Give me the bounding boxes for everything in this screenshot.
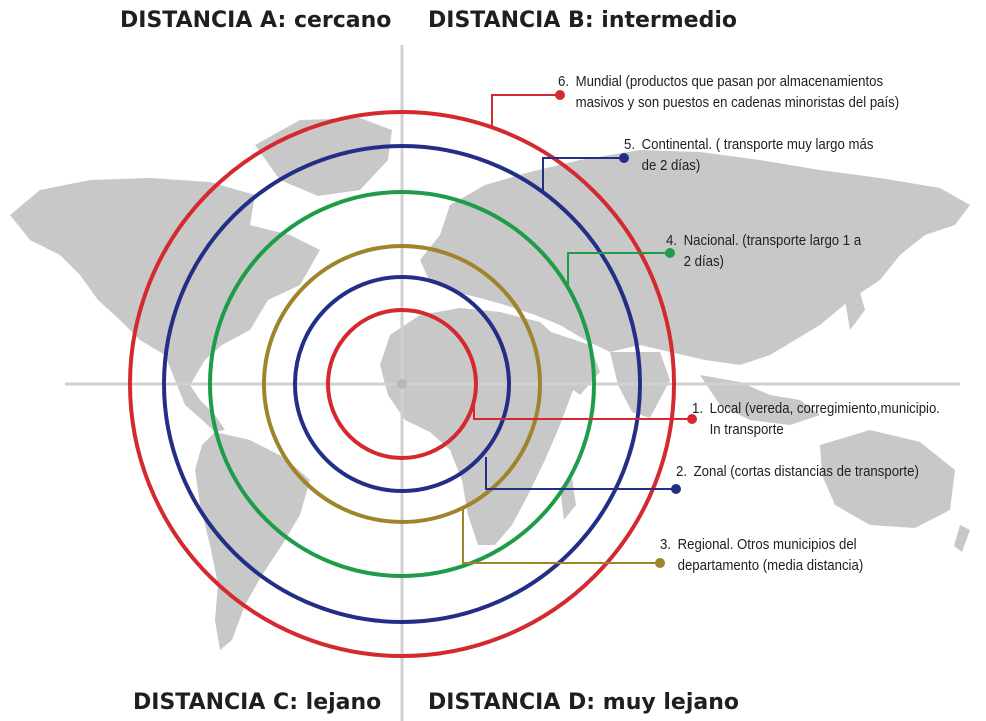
map-new-zealand [954, 525, 970, 552]
label-level-5: 5. Continental. ( transporte muy largo má… [624, 134, 873, 176]
label-level-1: 1. Local (vereda, corregimiento,municipio… [692, 398, 940, 440]
ring-3-regional [262, 244, 542, 524]
label-level-1-text-2: In transporte [709, 421, 784, 438]
label-level-5-text: Continental. ( transporte muy largo más [641, 136, 874, 153]
label-level-4: 4. Nacional. (transporte largo 1 a 2 días… [666, 230, 861, 272]
leader-line-6 [491, 94, 560, 128]
quadrant-title-d: DISTANCIA D: muy lejano [428, 690, 739, 715]
label-level-5-number: 5. [624, 136, 636, 153]
ring-1-local [326, 308, 478, 460]
label-level-4-text-2: 2 días) [683, 253, 724, 270]
leader-line-4 [567, 252, 670, 290]
label-level-1-text: Local (vereda, corregimiento,municipio. [709, 400, 940, 417]
map-central-america [175, 380, 225, 432]
label-level-1-number: 1. [692, 400, 704, 417]
leader-line-2 [485, 457, 676, 490]
leader-dot-4 [665, 248, 675, 258]
label-level-4-number: 4. [666, 232, 678, 249]
leader-dot-5 [619, 153, 629, 163]
label-level-6-number: 6. [558, 73, 570, 90]
quadrant-title-a: DISTANCIA A: cercano [120, 8, 392, 33]
label-level-3: 3. Regional. Otros municipios del departa… [660, 534, 863, 576]
label-level-5-text-2: de 2 días) [641, 157, 701, 174]
map-africa [380, 308, 575, 545]
leader-line-3 [462, 507, 660, 564]
map-south-america [195, 432, 310, 650]
map-japan [845, 285, 865, 330]
ring-6-mundial [128, 110, 676, 658]
leader-dot-1 [687, 414, 697, 424]
map-se-asia [700, 375, 820, 425]
ring-2-zonal [293, 275, 511, 493]
label-level-3-number: 3. [660, 536, 672, 553]
label-level-2-number: 2. [676, 463, 688, 480]
label-level-2: 2. Zonal (cortas distancias de transporte… [676, 461, 919, 482]
center-point [397, 379, 407, 389]
world-map-background [10, 118, 970, 650]
label-level-6: 6. Mundial (productos que pasan por almac… [558, 71, 899, 113]
quadrant-title-c: DISTANCIA C: lejano [133, 690, 382, 715]
label-level-2-text: Zonal (cortas distancias de transporte) [693, 463, 919, 480]
label-level-6-text: Mundial (productos que pasan por almacen… [575, 73, 884, 90]
leader-line-1 [473, 400, 692, 420]
label-level-6-text-2: masivos y son puestos en cadenas minoris… [575, 94, 900, 111]
leader-dot-3 [655, 558, 665, 568]
leader-line-5 [542, 157, 624, 193]
quadrant-title-b: DISTANCIA B: intermedio [428, 8, 738, 33]
map-north-america [10, 178, 320, 385]
ring-5-continental [162, 144, 642, 624]
label-level-3-text: Regional. Otros municipios del [677, 536, 857, 553]
ring-4-nacional [208, 190, 596, 578]
map-australia [820, 430, 955, 528]
leader-dot-6 [555, 90, 565, 100]
label-level-3-text-2: departamento (media distancia) [677, 557, 864, 574]
leader-dot-2 [671, 484, 681, 494]
label-level-4-text: Nacional. (transporte largo 1 a [683, 232, 862, 249]
